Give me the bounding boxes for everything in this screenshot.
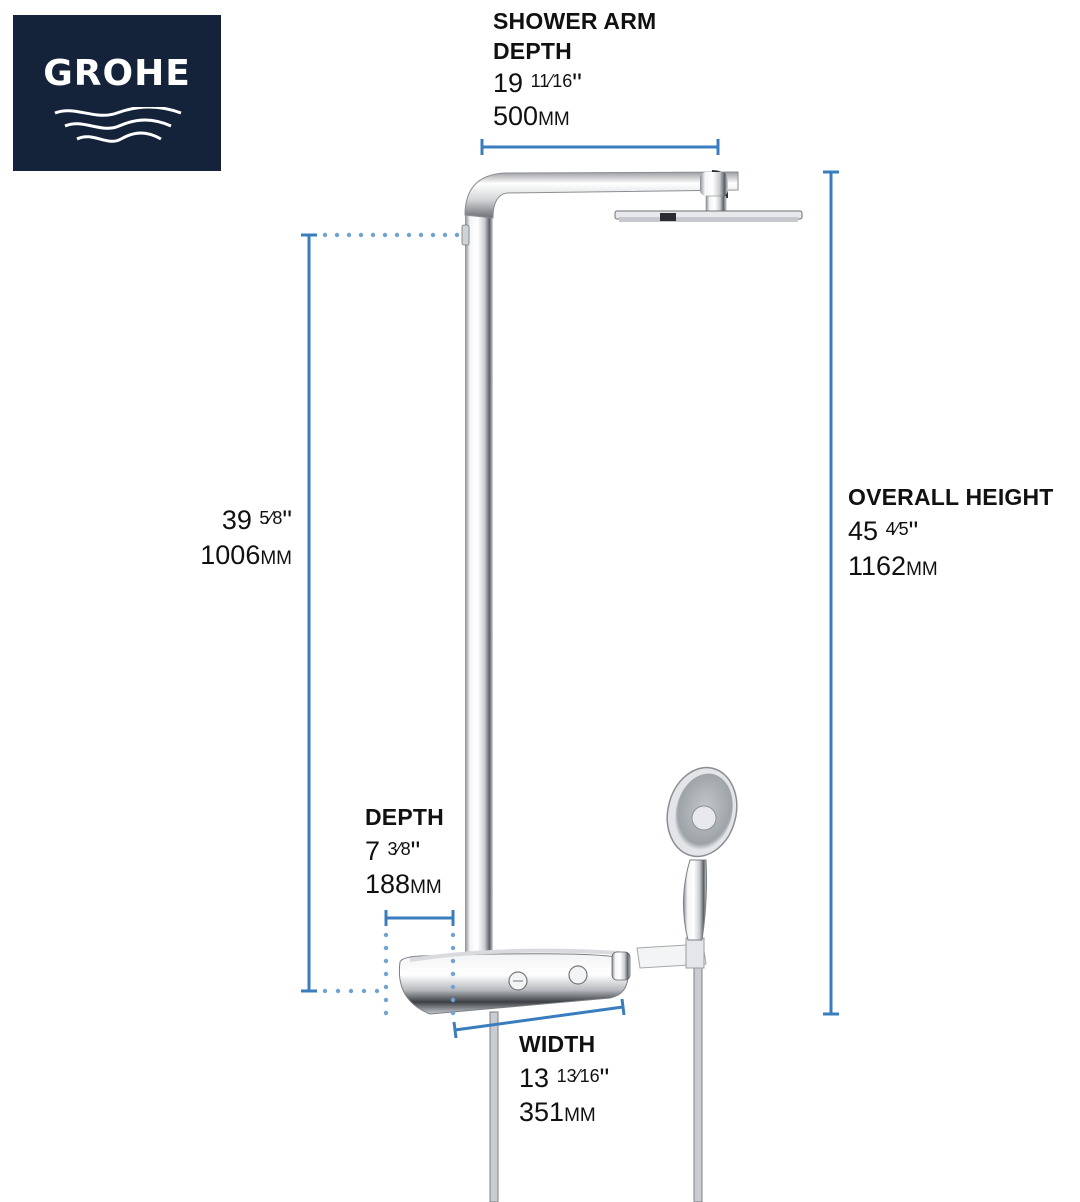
label-width: WIDTH 13 13⁄16" 351MM	[519, 1033, 609, 1126]
guide-depth-right	[450, 932, 456, 1016]
overhead-shower-head	[614, 210, 803, 222]
rail-height-inches: 39 5⁄8"	[221, 505, 292, 535]
width-title: WIDTH	[519, 1031, 596, 1057]
depth-inches: 7 3⁄8"	[365, 836, 421, 866]
label-overall-height: OVERALL HEIGHT 45 4⁄5" 1162MM	[848, 486, 1054, 580]
dimension-line-width	[452, 998, 626, 1039]
overall-height-mm: 1162MM	[848, 551, 938, 581]
shower-arm-depth-inches: 19 11⁄16"	[493, 68, 582, 98]
hand-shower-holder	[636, 937, 707, 969]
width-mm: 351MM	[519, 1097, 596, 1127]
shower-arm-depth-title-2: DEPTH	[493, 38, 572, 64]
width-inches: 13 13⁄16"	[519, 1063, 610, 1093]
waves-icon	[54, 107, 182, 143]
label-rail-height: 39 5⁄8" 1006MM	[160, 507, 292, 569]
depth-mm: 188MM	[365, 869, 442, 899]
rail-height-mm: 1006MM	[200, 540, 292, 570]
depth-title: DEPTH	[365, 804, 444, 830]
guide-rail-top	[322, 232, 460, 238]
riser-rail	[461, 205, 493, 1005]
overall-height-title: OVERALL HEIGHT	[848, 484, 1054, 510]
dotted-guides	[322, 232, 460, 1016]
dimension-line-rail-height	[301, 233, 317, 993]
guide-rail-bottom	[322, 988, 380, 994]
dimension-line-depth	[384, 910, 455, 926]
grohe-logo: GROHE	[13, 15, 221, 171]
dimension-line-shower-arm-depth	[480, 139, 720, 155]
label-depth: DEPTH 7 3⁄8" 188MM	[365, 806, 444, 898]
thermostat-shelf	[398, 948, 631, 1015]
guide-depth-left	[383, 932, 389, 1016]
label-shower-arm-depth: SHOWER ARM DEPTH 19 11⁄16" 500MM	[493, 10, 656, 130]
overall-height-inches: 45 4⁄5"	[848, 516, 919, 546]
dimension-line-overall-height	[823, 170, 839, 1016]
hand-shower	[666, 766, 738, 941]
shower-arm	[464, 170, 739, 219]
shower-arm-depth-mm: 500MM	[493, 101, 570, 131]
brand-name: GROHE	[43, 53, 191, 94]
shower-arm-depth-title-1: SHOWER ARM	[493, 8, 657, 34]
